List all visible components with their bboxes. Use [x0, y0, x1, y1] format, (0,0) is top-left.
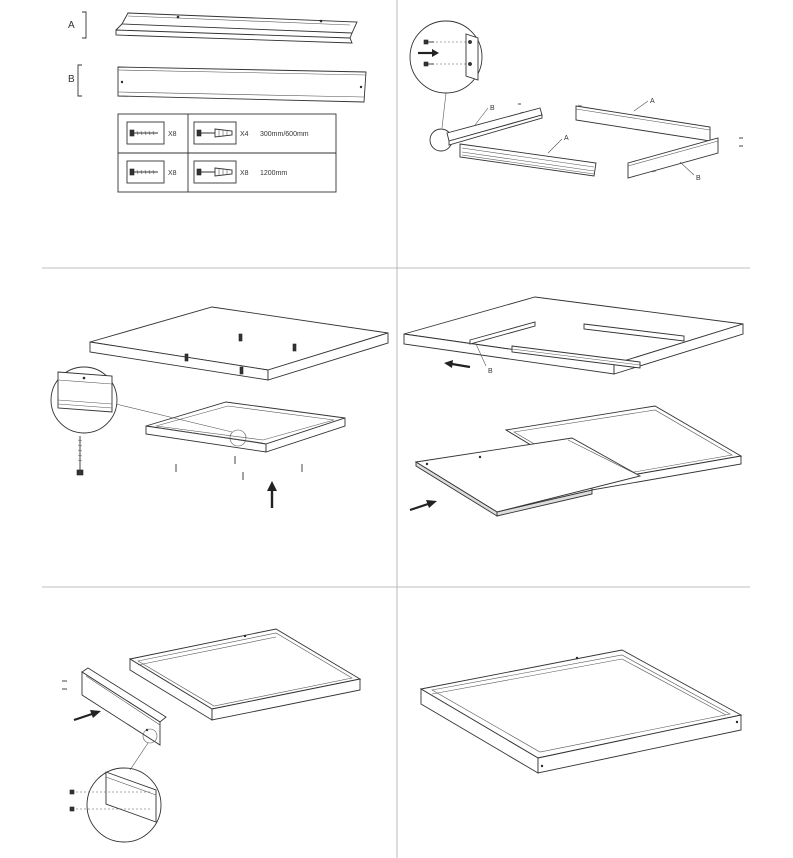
part-a-label: A — [68, 20, 75, 31]
wall-anchor-icon — [196, 167, 233, 177]
label-b: B — [488, 368, 493, 375]
frame-bar-a-back — [575, 104, 711, 142]
arrow-icon — [418, 49, 439, 57]
panel-frame-assembly: B A A B — [409, 20, 743, 182]
anchor-qty: X4 — [240, 131, 249, 138]
zoom-detail-circle — [409, 20, 483, 94]
panel-finished — [419, 649, 743, 774]
screw-icon — [129, 168, 158, 176]
screw-set — [175, 456, 303, 480]
hardware-table: X8 X4 300mm/600mm X8 — [117, 113, 337, 193]
label-b-right: B — [696, 175, 701, 182]
zoom-detail-circle — [50, 366, 118, 434]
label-a-back: A — [650, 98, 655, 105]
frame-assembly — [128, 628, 362, 721]
part-b-profile — [117, 66, 367, 103]
size-label: 1200mm — [260, 170, 287, 177]
part-a-bracket — [82, 11, 87, 39]
mounted-rails — [469, 321, 685, 369]
label-b-left: B — [490, 105, 495, 112]
label-a-front: A — [564, 135, 569, 142]
screw-icon — [76, 436, 84, 476]
ceiling-anchors — [184, 333, 297, 375]
screw-icon — [423, 39, 434, 67]
anchor-icon-box — [193, 160, 237, 184]
hardware-row-2: X8 X8 1200mm — [126, 160, 287, 184]
panel-close-frame — [62, 628, 362, 843]
leader-line — [129, 742, 149, 771]
ceiling-slab — [89, 306, 389, 381]
screw-icon — [62, 680, 67, 690]
finished-light — [419, 649, 743, 774]
panel-ceiling-mount — [50, 306, 389, 508]
frame-assembly — [145, 401, 346, 453]
arrow-left-icon — [444, 360, 471, 369]
part-b-bracket — [77, 64, 82, 97]
part-b-label: B — [68, 74, 75, 85]
zoom-detail-circle — [69, 767, 162, 843]
led-panel — [414, 437, 642, 517]
frame-bar-b-left — [446, 107, 543, 146]
leader-line — [441, 92, 447, 129]
small-detail-circle — [142, 728, 158, 744]
ceiling-slab — [403, 296, 744, 375]
anchor-qty: X8 — [240, 170, 249, 177]
screw-icon — [129, 129, 158, 137]
anchor-icon-box — [193, 121, 237, 145]
frame-bar-b — [81, 667, 167, 746]
screw-icon — [518, 103, 743, 147]
screw-qty: X8 — [168, 170, 177, 177]
frame-bar-b-right — [627, 137, 719, 179]
arrow-icon — [409, 500, 437, 512]
panel-parts-list: A B — [68, 11, 367, 193]
frame-bar-a-front — [459, 143, 597, 177]
arrow-icon — [73, 710, 101, 722]
hardware-row-1: X8 X4 300mm/600mm — [126, 121, 309, 145]
screw-icon-box — [126, 121, 165, 145]
leader-line — [115, 403, 233, 433]
part-a-profile — [115, 12, 358, 44]
screw-icon-box — [126, 160, 165, 184]
panel-insert-light: B — [403, 296, 744, 517]
arrow-up-icon — [267, 481, 277, 508]
panel-grid — [42, 0, 750, 858]
size-label: 300mm/600mm — [260, 131, 309, 138]
wall-anchor-icon — [196, 128, 233, 138]
screw-qty: X8 — [168, 131, 177, 138]
